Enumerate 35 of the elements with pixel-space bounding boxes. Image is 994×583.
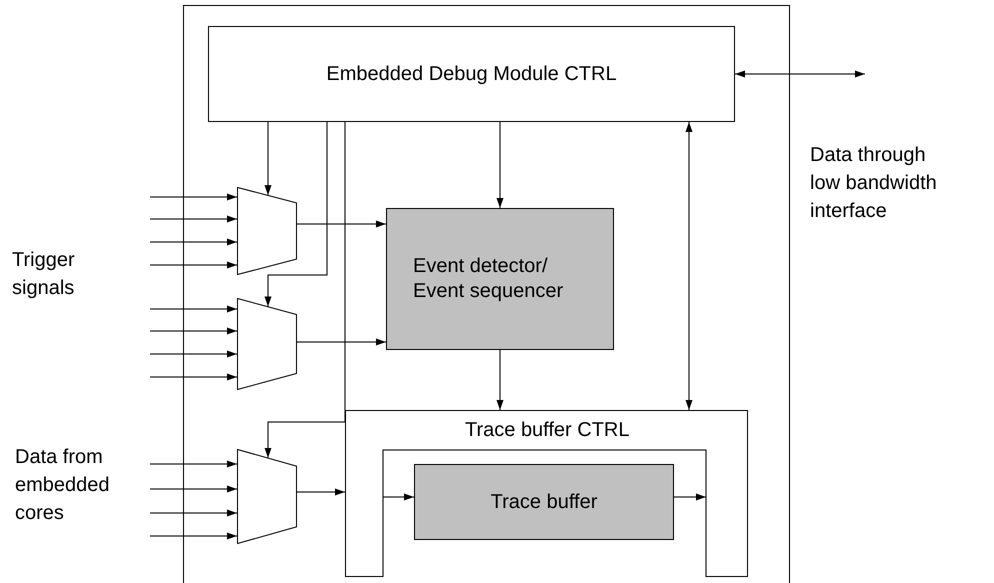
arrow [496,350,504,410]
arrow [150,194,238,200]
arrow [150,306,238,312]
process-block: Event detector/ Event sequencer [386,208,614,350]
multiplexer-symbol [237,187,297,275]
arrow [686,122,692,410]
arrow [296,220,386,228]
arrow [150,532,238,540]
arrow [734,70,866,78]
arrow [150,374,238,380]
arrow [382,494,414,500]
multiplexer-symbol [237,298,297,390]
arrow [150,486,238,492]
arrow [296,488,346,496]
annotation-text: Data from embedded cores [15,445,111,526]
control-block: Embedded Debug Module CTRL [208,26,735,122]
arrow [674,494,706,500]
process-block: Trace buffer [414,464,674,540]
arrow [496,122,504,208]
annotation-text: Data through low bandwidth interface [810,143,938,224]
block-title: Trace buffer CTRL [465,418,628,443]
block-box [183,5,790,583]
annotation-text: Trigger signals [12,248,76,301]
arrow [150,216,238,222]
arrow [150,262,238,268]
arrow [150,350,238,358]
arrow [296,338,386,346]
multiplexer-symbol [237,449,297,544]
arrow [264,122,346,458]
arrow [150,328,238,334]
arrow [264,122,328,308]
arrow [264,122,272,196]
arrow [150,460,238,468]
arrow [150,238,238,246]
arrow [150,510,238,516]
